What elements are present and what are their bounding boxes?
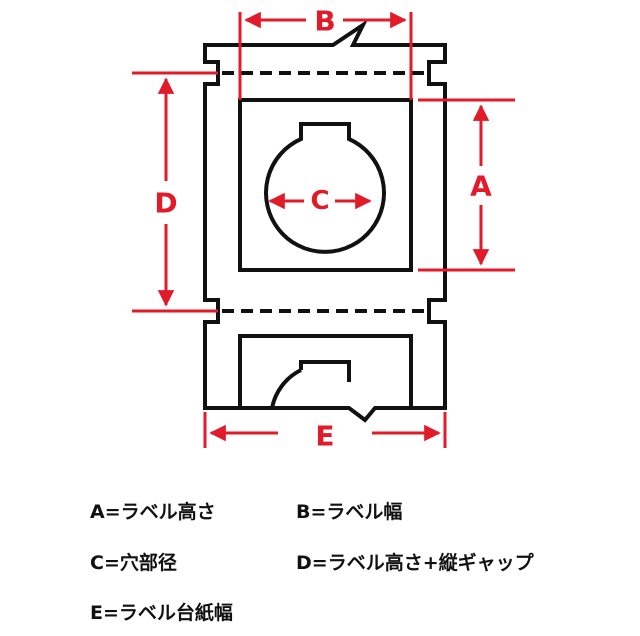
dimension-label-b: B bbox=[314, 5, 335, 38]
next-label-hole-arc bbox=[270, 368, 302, 409]
legend-item-a: A=ラベル高さ bbox=[90, 501, 216, 523]
legend-item-b: B=ラベル幅 bbox=[296, 501, 403, 523]
liner-contour bbox=[203, 19, 447, 423]
label-dimension-diagram: B A D C E bbox=[132, 5, 515, 453]
next-label-partial bbox=[238, 334, 413, 408]
dimension-lines bbox=[132, 11, 515, 448]
dimension-label-a: A bbox=[470, 170, 492, 203]
dimension-label-d: D bbox=[154, 187, 177, 220]
legend-item-e: E=ラベル台紙幅 bbox=[90, 602, 233, 624]
keyed-hole bbox=[264, 122, 386, 254]
legend-item-d: D=ラベル高さ+縦ギャップ bbox=[296, 552, 534, 574]
legend-item-c: C=穴部径 bbox=[90, 552, 177, 574]
label-rectangle bbox=[238, 98, 413, 272]
next-label-hole-key bbox=[299, 360, 351, 382]
dimension-label-c: C bbox=[310, 186, 329, 216]
label-outline bbox=[203, 19, 447, 423]
dimension-label-e: E bbox=[315, 420, 334, 453]
